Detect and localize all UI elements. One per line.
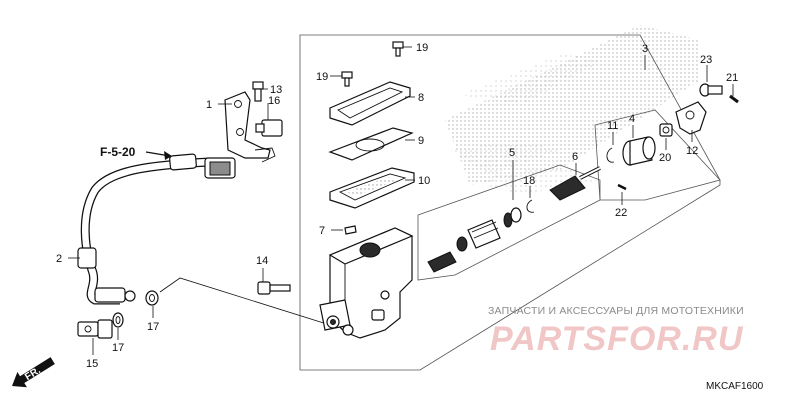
bolt-16 xyxy=(255,119,283,137)
diagram-code: MKCAF1600 xyxy=(706,381,764,392)
callout-3: 3 xyxy=(642,43,648,55)
callout-13: 13 xyxy=(270,84,282,96)
callout-1: 1 xyxy=(206,99,212,111)
callout-23: 23 xyxy=(700,54,712,66)
assembly-guide-line xyxy=(159,277,331,326)
piston-cup-c xyxy=(510,207,522,223)
pushrod-frame xyxy=(594,109,721,201)
callout-19a: 19 xyxy=(416,42,428,54)
brake-hose xyxy=(77,153,236,305)
cotter-pin-21 xyxy=(729,94,739,104)
callout-21: 21 xyxy=(726,72,738,84)
master-cylinder-body xyxy=(319,227,414,339)
watermark-brand-text: PARTSFOR.RU xyxy=(490,320,744,358)
diaphragm-plate-9 xyxy=(328,127,414,161)
callout-15: 15 xyxy=(86,358,98,370)
callout-9: 9 xyxy=(418,135,424,147)
reference-arrow: F-5-20 xyxy=(100,145,172,160)
wing-logo-watermark xyxy=(445,25,700,195)
callout-2: 2 xyxy=(56,253,62,265)
bolt-14 xyxy=(257,281,291,295)
callout-17b: 17 xyxy=(147,321,159,333)
joint-12 xyxy=(675,101,707,135)
callout-11: 11 xyxy=(607,120,618,132)
callout-7: 7 xyxy=(319,225,325,237)
hose-bracket xyxy=(224,91,276,163)
piston-spring xyxy=(427,251,457,273)
cotter-pin-22 xyxy=(617,183,627,191)
push-rod-6 xyxy=(549,166,601,201)
bolt-13 xyxy=(252,81,264,102)
callout-5: 5 xyxy=(509,147,515,159)
banjo-bolt-15 xyxy=(77,319,113,339)
leader-lines xyxy=(68,46,734,355)
callout-10: 10 xyxy=(418,175,430,187)
screw-19-top xyxy=(392,41,404,57)
callout-8: 8 xyxy=(418,92,424,104)
sealing-washer-17a xyxy=(112,312,124,328)
circlip-11 xyxy=(606,147,615,163)
clip-7 xyxy=(344,225,357,235)
callout-17a: 17 xyxy=(112,342,124,354)
watermark-top-text: ЗАПЧАСТИ И АКСЕССУАРЫ ДЛЯ МОТОТЕХНИКИ xyxy=(488,305,744,317)
piston xyxy=(467,219,501,249)
reservoir-cap-8 xyxy=(329,81,411,126)
callout-labels: 1 2 3 4 5 6 7 8 9 10 11 12 13 14 15 16 1… xyxy=(56,42,738,370)
callout-19b: 19 xyxy=(316,71,328,83)
assembly-frame xyxy=(299,34,721,371)
boot-4 xyxy=(622,136,656,166)
callout-12: 12 xyxy=(686,145,698,157)
callout-14: 14 xyxy=(256,255,268,267)
nut-20 xyxy=(659,123,673,137)
piston-cup-a xyxy=(456,236,468,252)
callout-20: 20 xyxy=(659,152,671,164)
circlip-18 xyxy=(526,199,535,213)
callout-4: 4 xyxy=(629,113,635,125)
front-direction-arrow: FR. xyxy=(12,357,55,388)
callout-16: 16 xyxy=(268,95,280,107)
callout-6: 6 xyxy=(572,151,578,163)
screw-19-left xyxy=(341,71,353,87)
callout-22: 22 xyxy=(615,207,627,219)
pin-23 xyxy=(699,83,723,97)
sealing-washer-17b xyxy=(145,290,159,306)
callout-18: 18 xyxy=(523,175,535,187)
reference-label: F-5-20 xyxy=(100,145,136,159)
